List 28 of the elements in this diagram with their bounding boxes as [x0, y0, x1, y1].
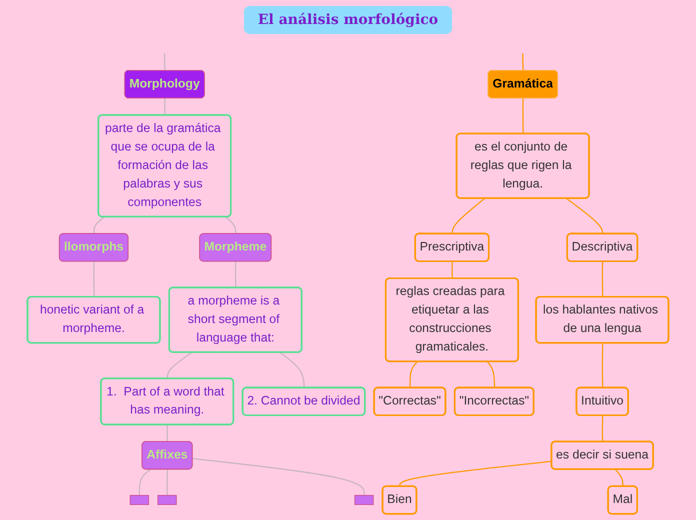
connector [166, 470, 168, 496]
connector [602, 262, 604, 298]
connector [602, 343, 604, 388]
connector [486, 361, 496, 388]
title-box: El análisis morfológico [244, 6, 452, 34]
node-box [158, 494, 177, 505]
connector [138, 469, 151, 496]
node-box [130, 494, 150, 505]
connector [522, 53, 524, 71]
connector [522, 98, 524, 134]
connector [166, 424, 168, 442]
connector [566, 198, 604, 234]
connector [164, 98, 166, 116]
connector [93, 262, 95, 298]
connector [452, 262, 453, 279]
connector [93, 216, 105, 234]
connector [614, 469, 624, 487]
connector [399, 460, 552, 487]
connector [280, 352, 305, 388]
connector [234, 262, 236, 288]
connector [166, 352, 192, 379]
connector [164, 53, 166, 71]
connector [452, 198, 485, 234]
connector [225, 216, 236, 234]
connector [602, 416, 604, 442]
connector [192, 458, 365, 496]
connector [409, 361, 418, 388]
node-box [354, 494, 374, 505]
